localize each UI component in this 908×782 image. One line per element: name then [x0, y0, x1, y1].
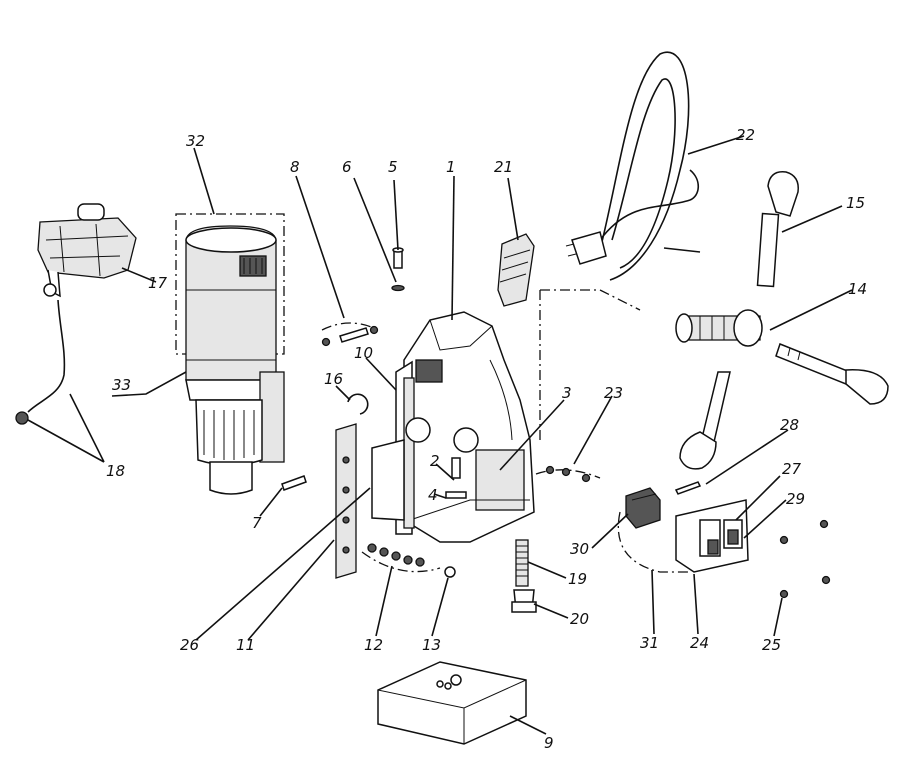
label-23: 23	[604, 384, 623, 402]
label-25: 25	[762, 636, 781, 654]
wiring-part	[617, 511, 690, 573]
label-9: 9	[544, 734, 554, 752]
label-21: 21	[494, 158, 513, 176]
label-30: 30	[570, 540, 589, 558]
handle-knob-left-part	[679, 371, 731, 470]
label-3: 3	[562, 384, 572, 402]
label-31: 31	[640, 634, 659, 652]
screw-set-23-part	[535, 465, 601, 483]
screw-set-8-part	[321, 322, 379, 347]
label-11: 11	[236, 636, 255, 654]
pin-part	[674, 481, 702, 495]
ball-bearings-part	[361, 543, 456, 578]
leader-lines	[27, 135, 853, 735]
base-frame-part	[403, 290, 541, 543]
label-13: 13	[422, 636, 441, 654]
screw-7-part	[281, 475, 307, 491]
spring-part	[515, 539, 529, 587]
label-28: 28	[780, 416, 799, 434]
cable-protector-part	[497, 233, 535, 307]
gib-strip-part	[335, 423, 357, 579]
label-17: 17	[148, 274, 168, 292]
label-2: 2	[430, 452, 440, 470]
screws-25-part	[779, 519, 831, 599]
coolant-hose-part	[15, 299, 66, 425]
back-plate-part	[371, 439, 405, 521]
label-20: 20	[570, 610, 589, 628]
label-15: 15	[846, 194, 865, 212]
label-19: 19	[568, 570, 587, 588]
label-1: 1	[446, 158, 456, 176]
label-8: 8	[290, 158, 300, 176]
coolant-bottle-part	[37, 203, 137, 298]
label-32: 32	[186, 132, 205, 150]
screw-5-6-part	[391, 247, 405, 292]
retaining-clip-part	[347, 393, 369, 415]
handle-hub-part	[540, 289, 763, 347]
label-10: 10	[354, 344, 373, 362]
label-18: 18	[106, 462, 125, 480]
rectifier-part	[625, 487, 661, 529]
label-12: 12	[364, 636, 383, 654]
label-29: 29	[786, 490, 805, 508]
label-27: 27	[782, 460, 802, 478]
label-22: 22	[736, 126, 755, 144]
label-5: 5	[388, 158, 398, 176]
label-16: 16	[324, 370, 343, 388]
part-labels: 1 2 3 4 5 6 7 8 9 10 11 12 13 14 15 16 1…	[106, 126, 867, 752]
switch-plate-part	[675, 499, 749, 573]
label-4: 4	[428, 486, 438, 504]
label-26: 26	[180, 636, 199, 654]
label-7: 7	[252, 514, 262, 532]
magnet-block-part	[377, 661, 527, 745]
cable-gland-part	[511, 589, 537, 613]
motor-assembly-part	[175, 213, 285, 495]
handle-knob-right-part	[775, 343, 889, 405]
label-14: 14	[848, 280, 867, 298]
power-cord-part	[565, 51, 701, 281]
label-6: 6	[342, 158, 352, 176]
handle-knob-15-part	[756, 171, 799, 288]
label-24: 24	[690, 634, 709, 652]
label-33: 33	[112, 376, 131, 394]
screw-2-4-part	[445, 457, 467, 499]
